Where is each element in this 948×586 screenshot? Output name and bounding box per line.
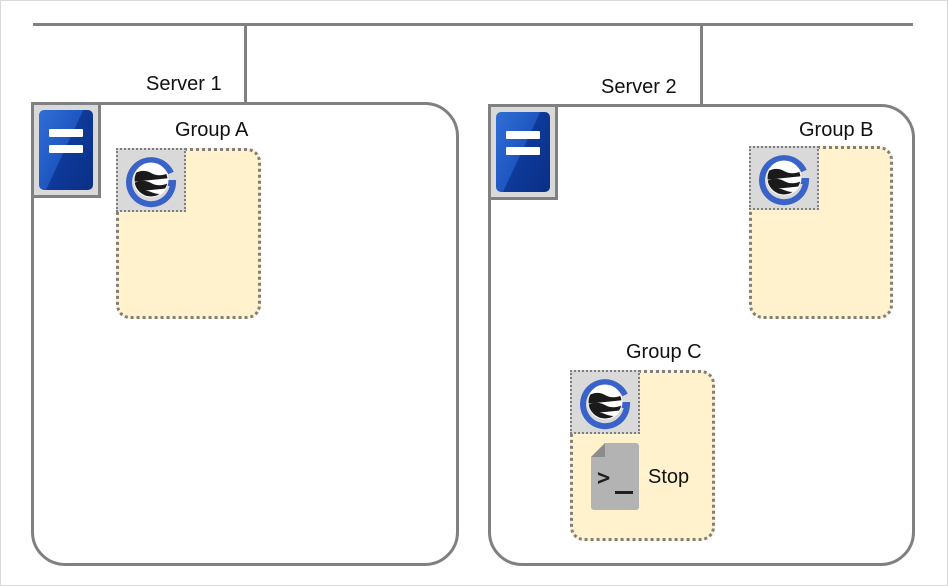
server-icon-body: [39, 110, 93, 190]
g-globe-icon: [580, 379, 631, 430]
server-1-connector: [244, 23, 247, 103]
server-2-icon: [488, 104, 558, 200]
group-c-label: Group C: [626, 341, 702, 363]
script-label: Stop: [648, 466, 690, 488]
script-icon: >: [591, 443, 639, 510]
g-globe-icon: [759, 155, 810, 206]
svg-text:>: >: [597, 466, 610, 491]
server-icon-bar: [506, 147, 540, 155]
group-a-label: Group A: [175, 119, 249, 141]
server-1-label: Server 1: [146, 73, 222, 95]
group-b-resource-icon: [749, 146, 819, 210]
server-2-label: Server 2: [601, 76, 677, 98]
group-b-label: Group B: [799, 119, 874, 141]
server-1-icon: [31, 102, 101, 198]
g-globe-icon: [126, 157, 177, 208]
group-c-resource-icon: [570, 370, 640, 434]
server-icon-body: [496, 112, 550, 192]
server-icon-bar: [506, 131, 540, 139]
server-icon-bar: [49, 129, 83, 137]
group-a-resource-icon: [116, 148, 186, 212]
server-2-connector: [700, 23, 703, 105]
server-icon-bar: [49, 145, 83, 153]
network-line: [33, 23, 913, 26]
